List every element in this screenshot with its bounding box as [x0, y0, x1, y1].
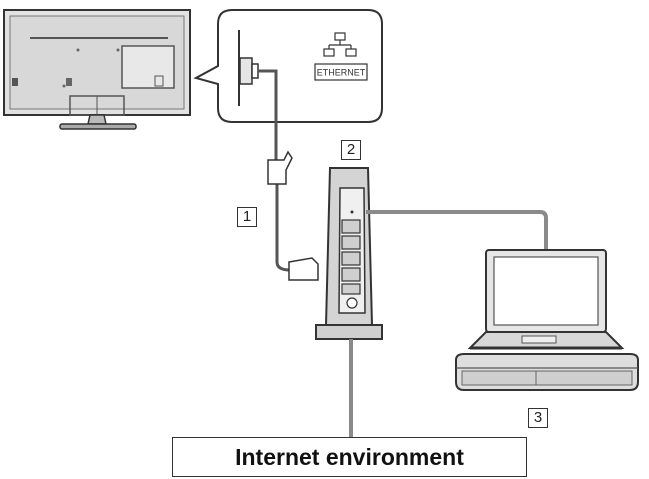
recorder: [455, 353, 639, 391]
port-callout: ETHERNET: [193, 9, 383, 123]
ethernet-port-label: ETHERNET: [317, 68, 366, 78]
router-port: [341, 267, 361, 282]
ethernet-port-label-box: [314, 63, 368, 81]
devices-number-label: 3: [528, 408, 548, 428]
router-port: [341, 219, 361, 234]
router-wan-port: [341, 283, 361, 295]
tv: [3, 9, 191, 130]
laptop-touchpad: [521, 335, 557, 344]
router-port: [341, 235, 361, 250]
cable-number-label: 1: [237, 207, 257, 227]
router: [315, 167, 383, 340]
laptop-cable: [366, 210, 548, 250]
internet-environment-box: Internet environment: [172, 437, 527, 477]
network-icon: [323, 32, 357, 57]
internet-environment-label: Internet environment: [235, 443, 464, 470]
cable-plug-top: [267, 150, 293, 185]
router-power-button: [346, 297, 358, 309]
router-port: [341, 251, 361, 266]
lan-cable: [258, 69, 319, 281]
router-stand: [315, 324, 383, 340]
cable-plug-bottom: [288, 257, 319, 281]
laptop: [467, 249, 625, 350]
router-number-label: 2: [341, 140, 361, 160]
